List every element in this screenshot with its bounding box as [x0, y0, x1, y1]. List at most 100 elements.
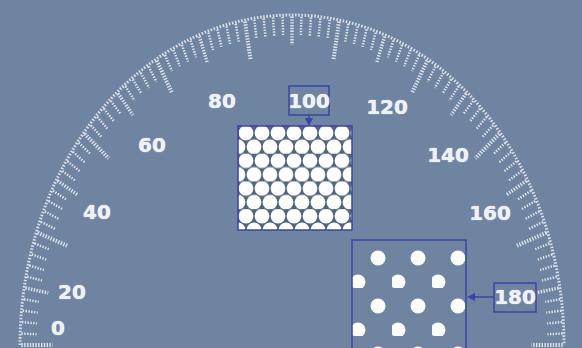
scale-tick — [509, 171, 522, 181]
scale-tick — [125, 86, 134, 100]
scale-tick — [217, 29, 221, 46]
scale-tick — [273, 17, 274, 35]
scale-tick — [68, 161, 80, 171]
scale-tick — [49, 201, 62, 209]
scale-tick — [328, 20, 330, 38]
scale-tick — [29, 266, 44, 270]
scale-tick — [545, 299, 560, 302]
scale-tick — [191, 41, 197, 58]
scale-number: 160 — [469, 203, 511, 223]
zoom-arrow — [468, 296, 494, 298]
zoom-arrow — [308, 115, 310, 125]
dense-dot-inset — [238, 126, 352, 230]
scale-tick — [208, 33, 213, 50]
scale-tick — [32, 255, 46, 260]
scale-number: 180 — [494, 287, 536, 307]
scale-tick — [53, 191, 66, 200]
scale-tick — [494, 143, 506, 154]
scale-tick — [319, 18, 321, 36]
scale-tick — [449, 86, 458, 100]
scale-tick — [227, 26, 231, 44]
scale-tick — [236, 24, 239, 42]
scale-tick — [404, 50, 411, 66]
scale-tick — [281, 17, 284, 35]
scale-tick — [536, 288, 559, 293]
scale-tick — [412, 61, 428, 94]
scale-tick — [517, 233, 546, 246]
scale-tick — [79, 143, 91, 154]
scale-tick — [23, 311, 38, 313]
scale-tick — [310, 17, 311, 35]
dotted-scale-ticks — [20, 15, 564, 345]
scale-tick — [540, 266, 555, 270]
scale-tick — [548, 332, 563, 335]
scale-tick — [290, 17, 294, 45]
scale-tick — [363, 29, 367, 46]
scale-tick — [41, 222, 55, 229]
scale-tick — [133, 79, 142, 94]
scale-tick — [506, 181, 526, 195]
scale-tick — [345, 24, 348, 42]
scale-tick — [371, 33, 376, 50]
scale-tick — [442, 79, 451, 94]
scale-tick — [470, 109, 480, 122]
scale-tick — [85, 134, 109, 158]
scale-tick — [91, 125, 102, 137]
scale-tick — [522, 201, 535, 209]
scale-tick — [45, 211, 59, 218]
scale-tick — [546, 311, 561, 313]
scale-tick — [21, 343, 52, 347]
scale-tick — [165, 55, 172, 71]
scale-tick — [499, 152, 511, 163]
scale-tick — [529, 222, 543, 229]
scale-tick — [396, 45, 402, 62]
scale-tick — [24, 299, 39, 302]
scale-tick — [245, 22, 250, 59]
scale-number: 40 — [83, 202, 111, 222]
scale-tick — [377, 37, 385, 63]
scale-tick — [300, 17, 303, 35]
scale-number: 80 — [208, 91, 236, 111]
zoom-box — [494, 283, 536, 312]
scale-number: 20 — [58, 282, 86, 302]
scale-tick — [354, 26, 358, 44]
scale-tick — [22, 322, 37, 323]
scale-tick — [26, 288, 49, 293]
scale-number: 120 — [366, 97, 408, 117]
scale-tick — [388, 41, 394, 58]
scale-number: 140 — [427, 145, 469, 165]
scale-tick — [58, 181, 78, 195]
scale-tick — [264, 18, 266, 36]
scale-tick — [531, 343, 562, 347]
scale-tick — [22, 332, 37, 335]
scale-tick — [412, 55, 419, 71]
scale-tick — [518, 191, 531, 200]
scale-tick — [38, 233, 67, 246]
scale-tick — [538, 255, 552, 260]
scale-tick — [526, 211, 540, 218]
scale-tick — [182, 45, 188, 62]
scale-tick — [104, 109, 114, 122]
scale-tick — [149, 67, 157, 82]
scale-tick — [463, 101, 473, 115]
scale-tick — [73, 152, 85, 163]
scale-tick — [435, 73, 443, 88]
scale-tick — [334, 22, 339, 59]
scale-tick — [27, 277, 42, 281]
scale-number: 0 — [51, 318, 65, 338]
scale-tick — [547, 322, 562, 323]
scale-tick — [428, 67, 436, 82]
zoom-box — [289, 86, 329, 115]
scale-tick — [63, 171, 76, 181]
scale-tick — [97, 117, 108, 130]
scale-number: 60 — [138, 135, 166, 155]
scale-tick — [476, 117, 487, 130]
scale-tick — [141, 73, 149, 88]
sparse-dot-inset — [352, 240, 466, 348]
scale-tick — [504, 161, 516, 171]
dial-rim — [20, 15, 564, 345]
scale-tick — [199, 37, 207, 63]
scale-number: 100 — [288, 91, 330, 111]
scale-tick — [173, 50, 180, 66]
